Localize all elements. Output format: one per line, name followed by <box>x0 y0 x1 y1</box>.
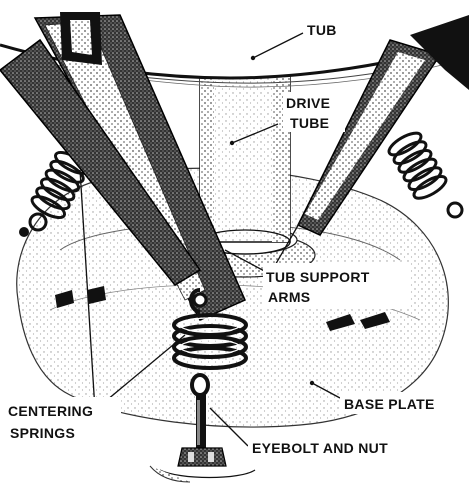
label-centering-springs-line2: SPRINGS <box>10 425 75 441</box>
label-base-plate: BASE PLATE <box>344 396 435 412</box>
centering-spring-right <box>386 129 462 217</box>
label-tub: TUB <box>307 22 337 38</box>
label-centering-springs-line1: CENTERING <box>8 403 93 419</box>
label-eyebolt-and-nut: EYEBOLT AND NUT <box>252 440 388 456</box>
label-drive-tube-line1: DRIVE <box>286 95 330 111</box>
label-tub-support-arms-line1: TUB SUPPORT <box>266 269 370 285</box>
label-tub-support-arms-line2: ARMS <box>268 289 310 305</box>
label-drive-tube-line2: TUBE <box>290 115 329 131</box>
